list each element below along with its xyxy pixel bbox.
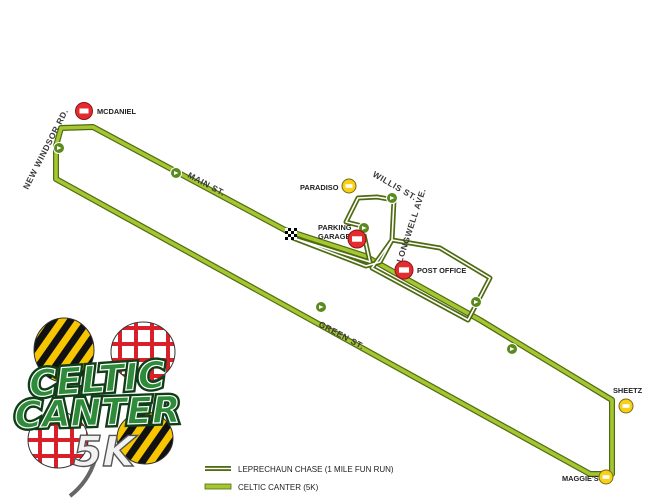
yellow-circle-icon (618, 398, 634, 414)
celtic-canter-route-fill (54, 125, 614, 476)
direction-marker-icon (315, 301, 327, 313)
landmark-mcdaniel: MCDANIEL (75, 102, 136, 120)
legend: LEPRECHAUN CHASE (1 MILE FUN RUN) CELTIC… (204, 465, 394, 492)
shamrock-stem (68, 459, 97, 498)
direction-marker-icon (470, 296, 482, 308)
direction-marker-icon (386, 192, 398, 204)
landmark-label-line2: GARAGE (318, 232, 351, 241)
legend-item-celtic-canter: CELTIC CANTER (5K) (204, 483, 319, 492)
yellow-circle-icon (598, 469, 614, 485)
celtic-canter-route (53, 124, 615, 477)
red-circle-icon (347, 229, 367, 249)
logo-title-line2: CANTER (14, 388, 181, 437)
landmark-label: PARADISO (300, 183, 339, 192)
mile-markers (53, 142, 518, 355)
landmark-label: SHEETZ (613, 386, 643, 395)
shamrock-leaf (116, 411, 174, 465)
landmark-maggies: MAGGIE'S (562, 469, 614, 485)
red-circle-icon (394, 260, 414, 280)
direction-marker-icon (53, 142, 65, 154)
red-circle-icon (75, 102, 93, 120)
direction-marker-icon (506, 343, 518, 355)
logo-title-line2-shadow: CANTER (14, 388, 181, 437)
street-label-green: GREEN ST. (317, 319, 366, 351)
shamrock-leaf (27, 411, 89, 469)
shamrock-leaf (110, 321, 176, 383)
landmark-paradiso: PARADISO (300, 178, 357, 194)
celtic-canter-logo: CELTIC CELTIC CANTER CANTER 5K (11, 317, 184, 498)
landmark-parking-garage: PARKING GARAGE (318, 223, 367, 249)
landmark-label: MAGGIE'S (562, 474, 599, 483)
logo-5k: 5K (73, 427, 138, 476)
landmark-label: MCDANIEL (97, 107, 136, 116)
leprechaun-chase-route (290, 194, 493, 323)
direction-marker-icon (170, 167, 182, 179)
legend-item-fun-run: LEPRECHAUN CHASE (1 MILE FUN RUN) (205, 465, 394, 474)
shamrock-leaf (33, 317, 95, 383)
landmark-label-line1: PARKING (318, 223, 352, 232)
logo-title-line1: CELTIC (28, 353, 167, 405)
landmark-label: POST OFFICE (417, 266, 466, 275)
yellow-circle-icon (341, 178, 357, 194)
landmark-post-office: POST OFFICE (394, 260, 466, 280)
legend-label: LEPRECHAUN CHASE (1 MILE FUN RUN) (238, 465, 394, 474)
leprechaun-chase-route-fill (292, 196, 491, 321)
landmark-sheetz: SHEETZ (613, 386, 643, 414)
legend-label: CELTIC CANTER (5K) (238, 483, 319, 492)
start-finish-flag-icon (285, 228, 297, 240)
street-label-main: MAIN ST. (186, 170, 227, 198)
